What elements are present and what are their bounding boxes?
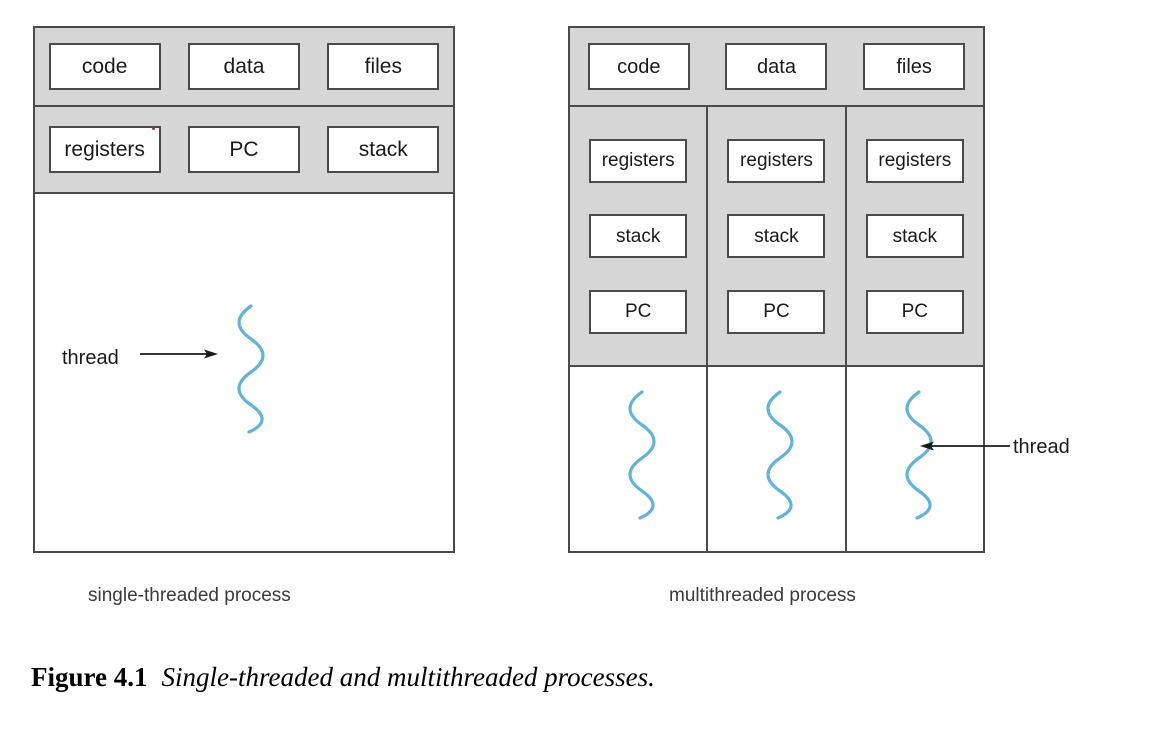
resource-label: PC [624,301,652,322]
resource-box-registers: registers [865,138,964,183]
resource-label: code [81,55,128,78]
thread-resources-band: registers PC stack [35,107,453,194]
thread-resources-band: registers stack PC [570,107,707,367]
resource-box-stack: stack [589,214,688,258]
multithreaded-process-diagram: code data files registers stack [568,26,985,553]
resource-label: PC [901,301,929,322]
resource-box-data: data [187,43,300,90]
resource-label: registers [601,150,675,171]
multi-process-caption: multithreaded process [669,585,856,606]
thread-column: registers stack PC [570,107,709,551]
resource-box-pc: PC [187,126,300,173]
thread-execution-area [846,367,983,551]
thread-squiggle-icon [628,390,656,520]
thread-column: registers stack PC [846,107,983,551]
resource-label: registers [878,150,952,171]
resource-box-registers: registers [589,138,688,183]
thread-squiggle-icon [766,390,795,520]
resource-box-stack: stack [865,214,964,258]
single-process-caption: single-threaded process [88,585,291,606]
thread-squiggle-icon [905,390,933,520]
resource-label: stack [754,225,799,247]
resource-label: PC [229,138,259,161]
resource-label: registers [740,150,813,171]
resource-label: code [617,55,661,78]
figure-caption: Figure 4.1 Single-threaded and multithrea… [31,662,655,693]
shared-resources-band: code data files [570,28,983,107]
resource-box-pc: PC [589,289,688,334]
resource-label: files [364,55,402,78]
figure-caption-text: Single-threaded and multithreaded proces… [161,662,655,692]
resource-box-pc: PC [727,289,826,334]
resource-box-code: code [48,43,161,90]
resource-box-files: files [863,43,966,90]
resource-label: stack [892,225,937,247]
thread-execution-area [570,367,707,551]
thread-columns: registers stack PC [570,107,983,551]
resource-box-code: code [587,43,690,90]
thread-column: registers stack PC [708,107,847,551]
resource-label: PC [763,301,790,322]
resource-box-stack: stack [327,126,440,173]
resource-label: stack [358,138,408,161]
scan-artifact-dot [152,127,155,130]
thread-execution-area [35,194,453,551]
shared-resources-band: code data files [35,28,453,107]
resource-label: data [223,55,265,78]
thread-resources-band: registers stack PC [846,107,983,367]
resource-label: registers [64,138,145,161]
thread-annotation-label-right: thread [1013,436,1070,458]
resource-box-registers: registers [48,126,161,173]
thread-execution-area [708,367,845,551]
resource-box-pc: PC [865,289,964,334]
figure-number: Figure 4.1 [31,662,148,692]
thread-resources-band: registers stack PC [708,107,845,367]
thread-annotation-label-left: thread [62,347,119,369]
resource-box-files: files [327,43,440,90]
resource-box-stack: stack [727,214,826,258]
resource-box-registers: registers [727,138,826,183]
resource-label: files [896,55,932,78]
resource-box-data: data [725,43,828,90]
resource-label: stack [615,225,661,247]
single-threaded-process-diagram: code data files registers PC stack [33,26,455,553]
resource-label: data [757,55,796,78]
